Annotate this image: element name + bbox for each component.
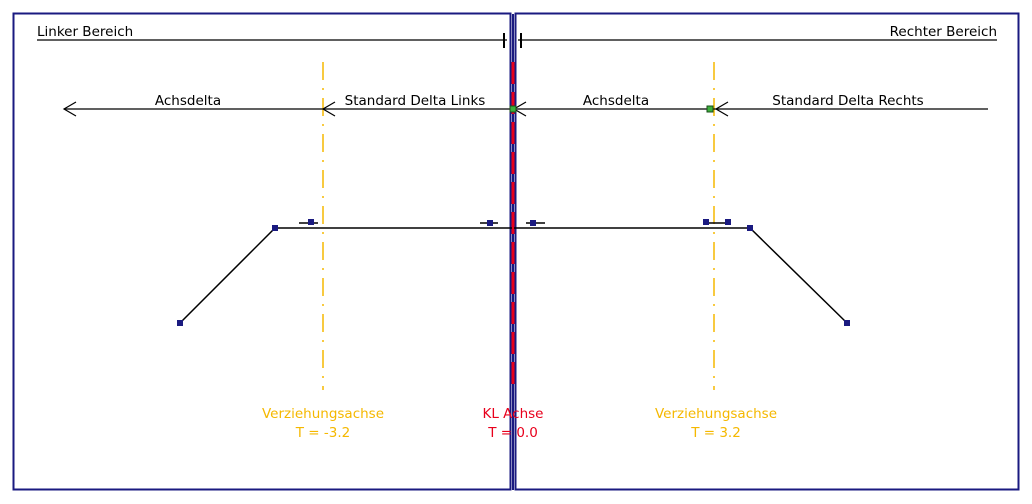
left-standard-delta-arrowhead (321, 101, 336, 117)
left-achsdelta-label: Achsdelta (155, 93, 221, 109)
profile-node-left-outer[interactable] (177, 320, 183, 326)
right-standard-delta-label: Standard Delta Rechts (772, 93, 923, 109)
kl-delta-node[interactable] (509, 105, 517, 113)
kl-axis-label: KL Achse (483, 406, 544, 422)
profile-node-right-edge[interactable] (747, 225, 753, 231)
right-achsdelta-label: Achsdelta (583, 93, 649, 109)
profile-node-right-outer[interactable] (844, 320, 850, 326)
right-standard-delta-arrowhead (714, 101, 729, 117)
profile-node-left-verziehung[interactable] (308, 219, 314, 225)
left-panel-frame (12, 12, 512, 491)
left-panel-title: Linker Bereich (37, 24, 133, 40)
right-verziehung-delta-node[interactable] (706, 105, 714, 113)
profile-node-right-verziehung-2[interactable] (725, 219, 731, 225)
kl-axis-value: T = 0.0 (487, 425, 538, 441)
left-profile-line (179, 227, 512, 324)
profile-node-right-center[interactable] (530, 220, 536, 226)
profile-node-right-verziehung-1[interactable] (703, 219, 709, 225)
right-panel-frame (514, 12, 1020, 491)
left-verziehung-value: T = -3.2 (295, 425, 350, 441)
profile-node-left-edge[interactable] (272, 225, 278, 231)
right-verziehung-label: Verziehungsachse (655, 406, 777, 422)
left-delta-arrowhead (62, 101, 77, 117)
profile-node-left-center[interactable] (487, 220, 493, 226)
left-standard-delta-label: Standard Delta Links (345, 93, 486, 109)
right-verziehung-value: T = 3.2 (690, 425, 741, 441)
right-panel-title: Rechter Bereich (890, 24, 997, 40)
left-verziehung-label: Verziehungsachse (262, 406, 384, 422)
right-profile-line (514, 227, 848, 324)
